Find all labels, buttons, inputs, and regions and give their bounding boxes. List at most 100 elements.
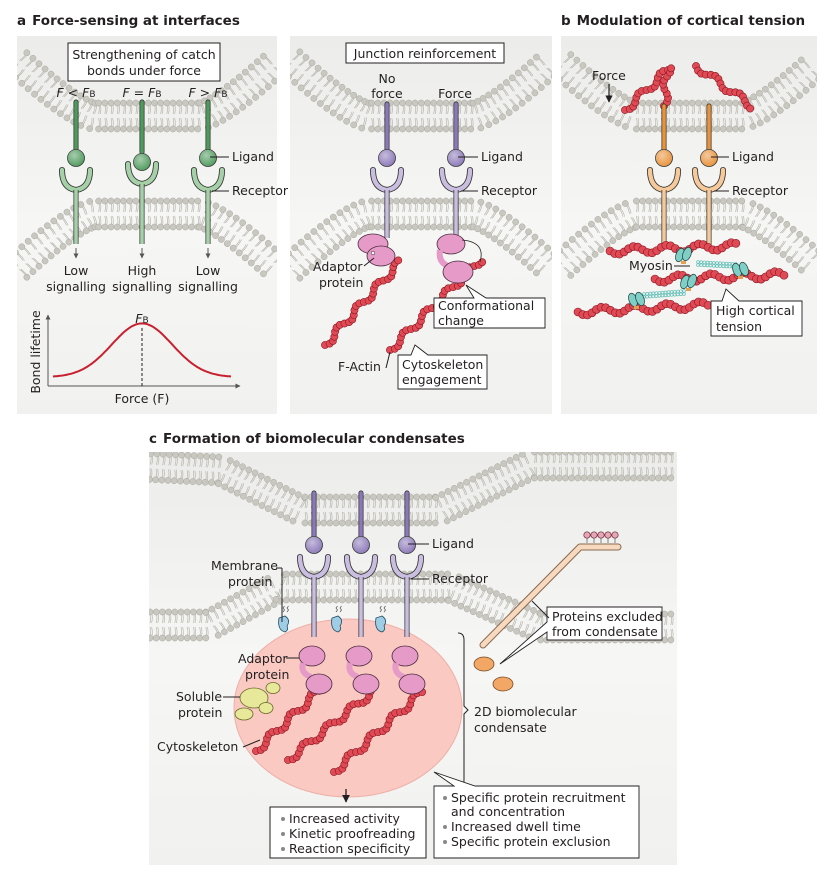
orange-receptor-2 bbox=[692, 103, 726, 247]
fb-annotation: FB bbox=[135, 311, 148, 326]
purple-receptor-c-3 bbox=[390, 490, 424, 637]
myosin-tail bbox=[642, 292, 686, 299]
signalling-outcome-label: Low bbox=[64, 263, 89, 278]
green-receptor-ligand-2 bbox=[125, 99, 159, 244]
svg-text:Strengthening of catch: Strengthening of catch bbox=[72, 47, 215, 62]
no-force-label-2: force bbox=[371, 86, 403, 101]
signalling-outcome-label: signalling bbox=[178, 279, 238, 294]
outcome-item: Kinetic proofreading bbox=[289, 826, 415, 841]
cortical-actin-1 bbox=[605, 238, 741, 259]
green-receptor-ligand-3 bbox=[191, 99, 225, 244]
bullet bbox=[281, 817, 285, 821]
adaptor-protein-c-2 bbox=[345, 645, 380, 695]
orange-receptor-1 bbox=[647, 103, 681, 247]
ligand-label-c: Ligand bbox=[432, 536, 474, 551]
x-axis-label: Force (F) bbox=[115, 391, 170, 406]
outcome-item: Increased activity bbox=[289, 811, 400, 826]
rod-bead bbox=[611, 531, 619, 539]
rod-bead bbox=[590, 531, 598, 539]
rod-bead bbox=[583, 531, 591, 539]
membrane-a-right-bottom bbox=[290, 197, 552, 282]
adaptor-protein-closed bbox=[357, 233, 396, 267]
myosin-label: Myosin bbox=[629, 258, 673, 273]
cortical-actin-top-2 bbox=[692, 62, 755, 113]
membrane-protein-label: Membrane bbox=[211, 558, 278, 573]
green-receptor-ligand-1 bbox=[59, 99, 93, 244]
feature-item: Specific protein recruitment bbox=[451, 790, 626, 805]
adaptor-protein-open bbox=[436, 233, 482, 284]
force-condition-label: F = FB bbox=[122, 85, 161, 100]
f-actin-filament-1 bbox=[321, 256, 403, 349]
adaptor-label-c-2: protein bbox=[245, 667, 289, 682]
receptor-label-a2: Receptor bbox=[481, 183, 538, 198]
membrane-a-left-top bbox=[17, 49, 277, 133]
rod-bead bbox=[604, 531, 612, 539]
bullet bbox=[443, 796, 447, 800]
force-label-a: Force bbox=[438, 86, 472, 101]
soluble-protein-label: Soluble bbox=[176, 689, 222, 704]
force-condition-label: F > FB bbox=[188, 85, 227, 100]
bond-lifetime-curve bbox=[52, 322, 232, 378]
adaptor-label-c: Adaptor bbox=[238, 651, 288, 666]
cytoskeleton-label: Cytoskeleton bbox=[157, 739, 238, 754]
soluble-protein-label-2: protein bbox=[178, 705, 222, 720]
adaptor-protein-c-3 bbox=[391, 645, 426, 695]
myosin-head-1 bbox=[675, 246, 692, 264]
receptor-ligand-pair bbox=[297, 490, 331, 637]
outcome-item: Reaction specificity bbox=[289, 841, 411, 856]
proteins-excluded-callout: Proteins excluded from condensate bbox=[499, 606, 663, 665]
soluble-proteins bbox=[234, 682, 281, 721]
ligand-label-a2: Ligand bbox=[481, 149, 523, 164]
no-force-label: No bbox=[379, 71, 396, 86]
purple-receptor-c-1 bbox=[297, 490, 331, 637]
force-label-b: Force bbox=[592, 68, 626, 83]
purple-receptor-c-2 bbox=[344, 490, 378, 637]
force-condition-label: F < FB bbox=[56, 85, 95, 100]
feature-item: Increased dwell time bbox=[451, 819, 581, 834]
purple-receptor-force bbox=[439, 101, 473, 238]
f-actin-label: F-Actin bbox=[338, 359, 381, 374]
adaptor-label-a-2: protein bbox=[319, 275, 363, 290]
membrane-protein-2 bbox=[331, 605, 342, 633]
receptor-label-c: Receptor bbox=[432, 571, 489, 586]
svg-text:engagement: engagement bbox=[402, 372, 482, 387]
membrane-protein-3 bbox=[375, 605, 386, 633]
svg-text:from condensate: from condensate bbox=[552, 624, 658, 639]
membrane-protein-1 bbox=[278, 605, 289, 633]
adaptor-label-a: Adaptor bbox=[313, 259, 363, 274]
condensate-label-2: condensate bbox=[474, 720, 547, 735]
signalling-outcome-label: High bbox=[128, 263, 157, 278]
panel-b-background bbox=[561, 36, 817, 414]
cortical-actin-3 bbox=[573, 297, 713, 320]
adaptor-protein-c-1 bbox=[298, 645, 333, 695]
conformational-change-callout: Conformational change bbox=[433, 284, 546, 329]
signalling-outcome-label: signalling bbox=[46, 279, 106, 294]
feature-item: Specific protein exclusion bbox=[451, 834, 611, 849]
membrane-b-bottom bbox=[561, 197, 817, 279]
svg-text:Cytoskeleton: Cytoskeleton bbox=[402, 357, 483, 372]
y-axis-label: Bond lifetime bbox=[28, 310, 43, 394]
myosin-head-3 bbox=[680, 273, 697, 291]
myosin-head-4 bbox=[628, 291, 645, 309]
svg-text:bonds under force: bonds under force bbox=[87, 63, 201, 78]
ligand-label-a: Ligand bbox=[232, 149, 274, 164]
cytoskeleton-engagement-callout: Cytoskeleton engagement bbox=[397, 344, 488, 390]
excluded-proteins bbox=[473, 656, 514, 692]
condensate-label: 2D biomolecular bbox=[474, 704, 578, 719]
svg-text:Junction reinforcement: Junction reinforcement bbox=[353, 46, 497, 61]
ligand-label-b: Ligand bbox=[732, 149, 774, 164]
svg-text:Conformational: Conformational bbox=[438, 298, 534, 313]
purple-receptor-no-force bbox=[370, 101, 404, 238]
signalling-outcome-label: Low bbox=[196, 263, 221, 278]
svg-text:change: change bbox=[438, 313, 484, 328]
rod-bead bbox=[597, 531, 605, 539]
receptor-ligand-pair bbox=[344, 490, 378, 637]
cortical-actin-top-1 bbox=[621, 66, 672, 114]
svg-text:tension: tension bbox=[716, 319, 762, 334]
catch-bond-title-box: Strengthening of catch bonds under force bbox=[67, 42, 221, 82]
